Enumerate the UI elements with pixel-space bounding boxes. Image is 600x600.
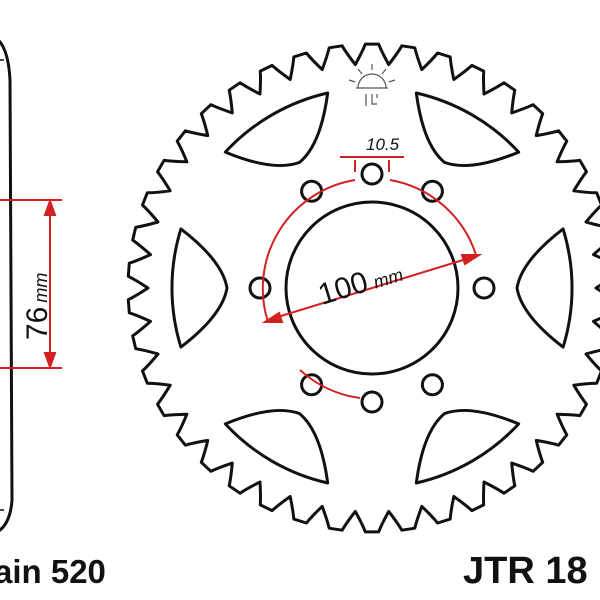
- bolt-hole: [420, 373, 444, 397]
- lightening-cutouts: [170, 91, 574, 485]
- sun-logo-icon: [348, 64, 396, 106]
- pcd-dimension: [261, 156, 483, 399]
- width-dimension: [0, 198, 62, 370]
- bolt-hole: [360, 162, 384, 186]
- cutout: [414, 91, 521, 168]
- pcd-unit: mm: [371, 265, 406, 293]
- cutout: [223, 91, 330, 168]
- cutout: [515, 227, 574, 349]
- cutout: [170, 227, 229, 349]
- width-unit: mm: [31, 273, 51, 303]
- part-number: JTR 18: [463, 550, 588, 592]
- pcd-value: 100mm: [314, 255, 406, 312]
- cutout: [223, 408, 330, 485]
- side-profile: [0, 39, 14, 532]
- bolt-hole: [248, 276, 272, 300]
- bolt-hole: [420, 179, 444, 203]
- pcd-number: 100: [314, 265, 372, 311]
- width-number: 76: [21, 307, 54, 340]
- sprocket-teeth-outline: [126, 42, 600, 534]
- cutout: [414, 408, 521, 485]
- bolt-hole: [472, 276, 496, 300]
- chain-label: Chain 520: [0, 553, 106, 590]
- width-value: 76 mm: [21, 273, 54, 340]
- bolt-hole: [360, 390, 384, 414]
- center-bore: [284, 200, 460, 376]
- bolt-hole-value: 10.5: [366, 135, 400, 154]
